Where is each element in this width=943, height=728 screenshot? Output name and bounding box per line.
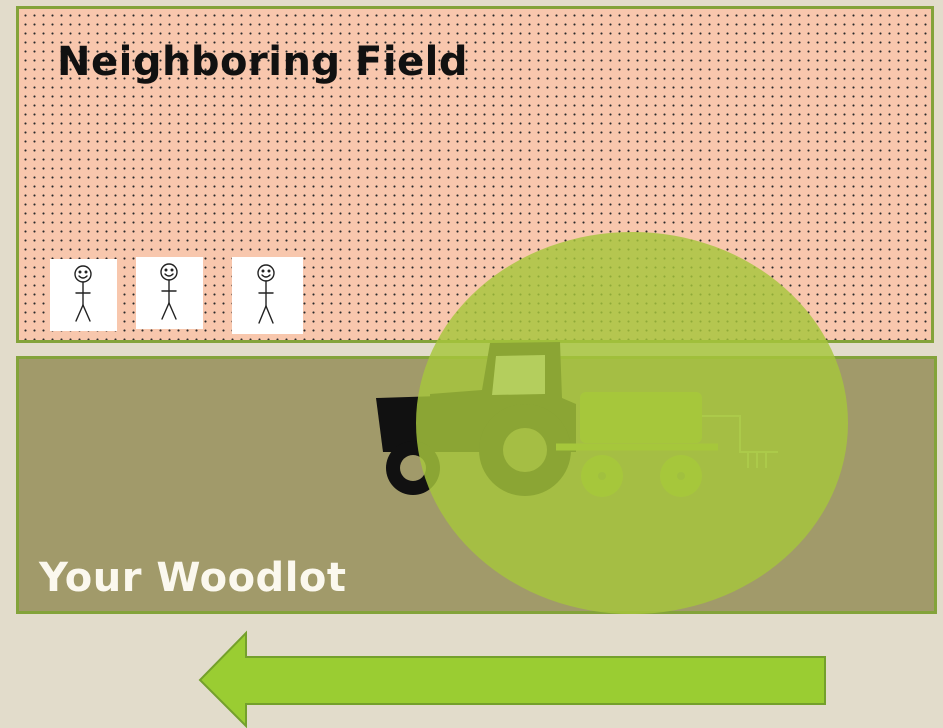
stick-figure-icon [74,265,92,322]
person-icon [50,259,117,331]
stick-figure-icon [160,263,178,320]
person-icon [232,257,303,334]
drift-direction-arrow [198,630,826,728]
woodlot-label: Your Woodlot [39,555,347,601]
person-icon [136,257,203,329]
woodlot-panel: Your Woodlot [16,356,937,614]
stick-figure-icon [257,264,275,324]
neighboring-field-label: Neighboring Field [57,39,469,85]
